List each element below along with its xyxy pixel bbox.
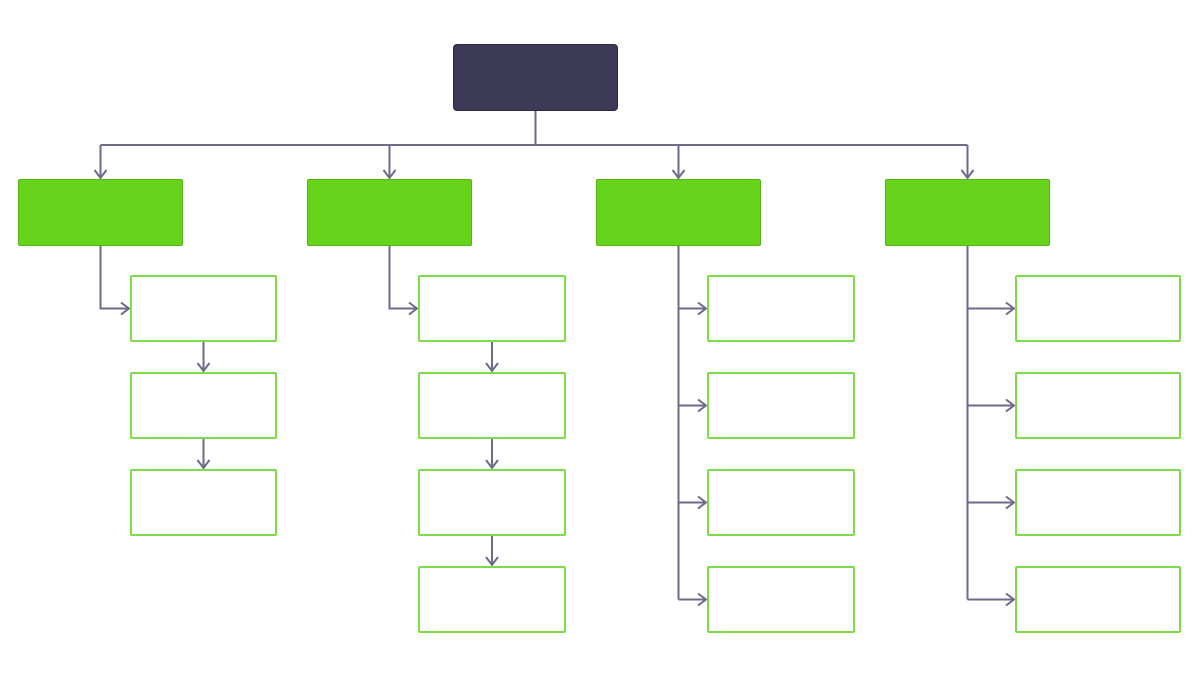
leaf-node-3-1: [707, 275, 855, 342]
leaf-node-4-3: [1015, 469, 1181, 536]
leaf-node-3-3: [707, 469, 855, 536]
connector-elbow-1: [99, 246, 129, 310]
connector-elbow-2: [388, 246, 417, 310]
root-node: [453, 44, 618, 111]
arrowhead-drop-2: [382, 169, 397, 180]
branch-node-1: [18, 179, 183, 246]
arrowhead-chain-1-2: [196, 459, 211, 470]
arrowhead-tick-3-3: [697, 495, 708, 510]
arrowhead-tick-3-4: [697, 592, 708, 607]
arrowhead-elbow-1: [120, 301, 131, 316]
arrowhead-chain-2-3: [485, 556, 499, 567]
leaf-node-4-2: [1015, 372, 1181, 439]
branch-node-2: [307, 179, 472, 246]
leaf-node-1-1: [130, 275, 277, 342]
arrowhead-chain-2-1: [485, 362, 499, 373]
leaf-node-2-1: [418, 275, 566, 342]
leaf-node-2-3: [418, 469, 566, 536]
arrowhead-tick-4-3: [1005, 495, 1016, 510]
arrowhead-chain-1-1: [196, 362, 211, 373]
arrowhead-tick-3-2: [697, 398, 708, 413]
arrowhead-drop-4: [960, 169, 975, 180]
arrowhead-tick-3-1: [697, 301, 708, 316]
arrowhead-tick-4-1: [1005, 301, 1016, 316]
arrowhead-drop-3: [671, 169, 686, 180]
arrowhead-tick-4-4: [1005, 592, 1016, 607]
arrowhead-chain-2-2: [485, 459, 499, 470]
leaf-node-3-4: [707, 566, 855, 633]
arrowhead-elbow-2: [408, 301, 419, 316]
leaf-node-4-4: [1015, 566, 1181, 633]
branch-node-4: [885, 179, 1050, 246]
leaf-node-3-2: [707, 372, 855, 439]
leaf-node-1-2: [130, 372, 277, 439]
branch-node-3: [596, 179, 761, 246]
arrowhead-drop-1: [93, 169, 108, 180]
leaf-node-2-2: [418, 372, 566, 439]
leaf-node-1-3: [130, 469, 277, 536]
arrowhead-tick-4-2: [1005, 398, 1016, 413]
leaf-node-2-4: [418, 566, 566, 633]
leaf-node-4-1: [1015, 275, 1181, 342]
